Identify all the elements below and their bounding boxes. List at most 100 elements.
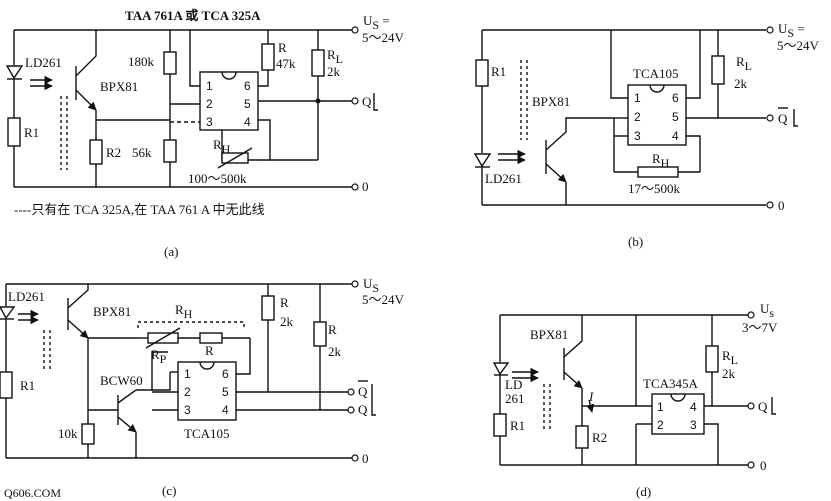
rl-value-b: 2k — [734, 76, 748, 91]
svg-text:3: 3 — [206, 115, 213, 129]
r1-label-b: R1 — [491, 64, 506, 79]
circuit-b: US = 5～24V 0 R1 LD261 BPX81 TCA105 1 2 3… — [473, 21, 820, 249]
resistor-r-top-c — [261, 295, 275, 321]
svg-text:5: 5 — [672, 110, 679, 124]
supply-range-a: 5～24V — [362, 30, 405, 45]
phototransistor-label-d: BPX81 — [530, 327, 568, 342]
svg-text:5: 5 — [222, 385, 229, 399]
supply-terminal-a — [351, 26, 359, 34]
phototransistor-label-b: BPX81 — [532, 94, 570, 109]
svg-text:5: 5 — [244, 97, 251, 111]
header-title: TAA 761A 或 TCA 325A — [125, 8, 261, 23]
resistor-56k-a — [163, 139, 177, 163]
rh-range-a: 100～500k — [188, 171, 247, 186]
ic-d — [651, 393, 705, 435]
q-label-c: Q — [358, 402, 368, 417]
resistor-rl-d — [705, 345, 719, 373]
r-right-label-c: R — [328, 322, 337, 337]
supply-range-c: 5～24V — [362, 292, 405, 307]
rl-label-d: RL — [722, 348, 738, 367]
supply-label-c: US — [363, 276, 379, 295]
ground-label-d: 0 — [760, 458, 767, 473]
resistor-rh-b — [637, 166, 679, 178]
circuit-c: US 5～24V 0 LD261 R1 BPX81 RH RP R — [0, 276, 405, 498]
q-bar-label-c: Q — [358, 384, 368, 399]
svg-text:1: 1 — [634, 91, 641, 105]
ground-label-b: 0 — [778, 198, 785, 213]
svg-text:2: 2 — [657, 418, 664, 432]
r1-label-a: R1 — [24, 125, 39, 140]
r1-label-d: R1 — [510, 418, 525, 433]
led-label2-d: 261 — [505, 391, 525, 406]
led-label-a: LD261 — [25, 55, 62, 70]
r-top-value-c: 2k — [280, 314, 294, 329]
led-label-b: LD261 — [485, 171, 522, 186]
rl-label-b: RL — [736, 54, 752, 73]
svg-text:4: 4 — [672, 129, 679, 143]
led-diode-a — [5, 65, 24, 80]
supply-label-b: US = — [778, 21, 805, 40]
resistor-rl-a — [311, 49, 325, 77]
resistor-r2-d — [575, 425, 589, 449]
led-diode-b — [473, 153, 492, 168]
resistor-47k-a — [261, 43, 275, 71]
current-label-d: I — [588, 389, 594, 404]
phototransistor-label-c: BPX81 — [93, 304, 131, 319]
transistor-label-c: BCW60 — [100, 373, 143, 388]
r1-label-c: R1 — [20, 378, 35, 393]
resistor-r1-b — [475, 59, 489, 87]
ic-a — [199, 71, 259, 131]
resistor-10k-c — [81, 423, 95, 445]
rh-label-a: RH — [213, 137, 231, 156]
caption-a: (a) — [164, 244, 178, 259]
resistor-180k-a — [163, 51, 177, 75]
r56k-label-a: 56k — [132, 145, 152, 160]
ground-terminal-a — [351, 183, 359, 191]
svg-text:6: 6 — [244, 79, 251, 93]
svg-text:6: 6 — [672, 91, 679, 105]
ground-label-a: 0 — [362, 179, 369, 194]
r-label-a: R — [278, 40, 287, 55]
phototransistor-label-a: BPX81 — [100, 79, 138, 94]
r47k-label-a: 47k — [276, 56, 296, 71]
resistor-r1-d — [493, 413, 507, 437]
svg-text:4: 4 — [222, 403, 229, 417]
svg-text:2: 2 — [184, 385, 191, 399]
q-label-b: Q — [778, 111, 788, 126]
rl-value-d: 2k — [722, 366, 736, 381]
r-top-label-c: R — [280, 295, 289, 310]
ic-label-c: TCA105 — [184, 426, 230, 441]
ic-label-b: TCA105 — [633, 66, 679, 81]
svg-text:3: 3 — [184, 403, 191, 417]
resistor-r-right-c — [313, 321, 327, 347]
rp-label-c: RP — [151, 347, 167, 366]
svg-text:2: 2 — [206, 97, 213, 111]
q-label-a: Q — [362, 94, 372, 109]
resistor-rl-b — [711, 55, 725, 85]
svg-text:4: 4 — [690, 400, 697, 414]
r180k-label-a: 180k — [128, 54, 155, 69]
led-diode-d — [492, 362, 510, 376]
led-diode-c — [0, 306, 16, 320]
rh-label-c: RH — [175, 302, 193, 321]
resistor-r1-a — [7, 117, 21, 147]
svg-text:3: 3 — [690, 418, 697, 432]
caption-d: (d) — [636, 484, 651, 499]
svg-text:2: 2 — [634, 110, 641, 124]
rl-value-a: 2k — [327, 64, 341, 79]
svg-text:1: 1 — [184, 367, 191, 381]
ic-b — [627, 84, 687, 146]
rl-label-a: RL — [327, 47, 343, 66]
watermark: Q606.COM — [4, 486, 61, 500]
ground-label-c: 0 — [362, 451, 369, 466]
r-mid-label-c: R — [205, 343, 214, 358]
caption-c: (c) — [162, 483, 176, 498]
circuit-d: Us 3～7V 0 LD 261 R1 BPX81 I R2 TCA345A 1… — [492, 301, 778, 499]
rh-range-b: 17～500k — [628, 181, 681, 196]
resistor-r-mid-c — [199, 332, 223, 344]
r2-label-a: R2 — [106, 145, 121, 160]
svg-text:1: 1 — [206, 79, 213, 93]
caption-b: (b) — [628, 234, 643, 249]
